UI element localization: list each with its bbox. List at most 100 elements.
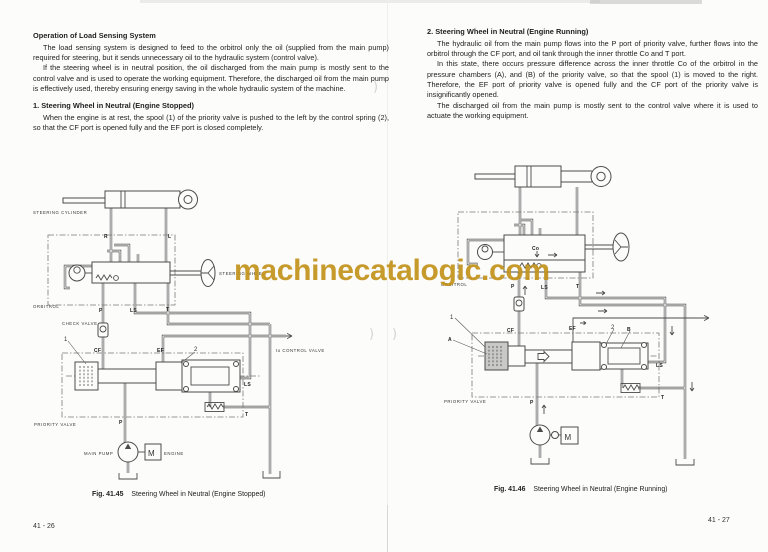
hydraulic-diagram-engine-stopped: STEERING CYLINDER R L STEERING WHEEL ORB…: [33, 189, 325, 480]
paragraph: The discharged oil from the main pump is…: [427, 100, 758, 120]
page-number-right: 41 - 27: [708, 517, 730, 524]
orbitrol-body: [91, 261, 171, 284]
chamber-a-label: A: [448, 337, 452, 343]
control-spring-chamber: [181, 359, 241, 393]
port-ls-label: LS: [130, 308, 137, 314]
callout-leaders: [67, 340, 196, 365]
paragraph: When the engine is at rest, the spool (1…: [33, 113, 389, 133]
steering-cylinder-label: STEERING CYLINDER: [33, 210, 87, 215]
pressure-chamber-b: [599, 342, 649, 370]
spring-chamber: [74, 361, 99, 391]
orbitrol-boundary: [457, 211, 594, 279]
co-label: Co: [532, 246, 539, 252]
scan-smudge: [140, 0, 600, 3]
steering-cylinder: [474, 165, 612, 188]
port-ls2-label: LS: [244, 382, 251, 388]
main-pump: [117, 441, 162, 463]
flow-arrows: [522, 251, 695, 414]
figure-title: Steering Wheel in Neutral (Engine Stoppe…: [131, 491, 266, 498]
scan-mark-paren: ): [392, 327, 398, 342]
engine-m-label: M: [148, 449, 155, 458]
left-column: Operation of Load Sensing System The loa…: [33, 31, 389, 134]
callout-2: 2: [611, 325, 615, 331]
port-cf-label: CF: [94, 348, 101, 354]
steering-cylinder: [62, 189, 198, 210]
right-column: 2. Steering Wheel in Neutral (Engine Run…: [427, 27, 758, 121]
diagram-labels: Co ORBITROL P LS T 1 A CF EF 2 B LS T PR…: [441, 246, 664, 442]
priority-valve: [484, 341, 649, 393]
orbitrol-unit: [477, 234, 586, 273]
diagram-labels: STEERING CYLINDER R L STEERING WHEEL ORB…: [33, 210, 325, 458]
paragraph: In this state, there occurs pressure dif…: [427, 59, 758, 100]
engine-box: [144, 443, 162, 461]
tank-symbols: [118, 471, 281, 480]
priority-valve-label: PRIORITY VALVE: [444, 399, 486, 404]
main-pump: [529, 424, 579, 446]
engine-label: ENGINE: [164, 451, 184, 456]
inner-throttle-icon: [519, 262, 537, 269]
port-ef-label: EF: [569, 326, 576, 332]
section-heading: 2. Steering Wheel in Neutral (Engine Run…: [427, 27, 589, 36]
engine-m-label: M: [565, 433, 572, 442]
figure-caption-right: Fig. 41.46 Steering Wheel in Neutral (Eng…: [494, 486, 667, 493]
orbitrol-label: ORBITROL: [33, 304, 59, 309]
pressure-chamber-a: [484, 341, 509, 371]
scan-mark-paren: ): [373, 80, 379, 95]
port-p2-label: P: [530, 400, 534, 406]
figure-number: Fig. 41.46: [494, 486, 526, 493]
page-fold: [387, 505, 388, 552]
steering-wheel: [585, 232, 630, 262]
port-r-label: R: [104, 234, 108, 240]
inner-throttle-icon: [95, 274, 113, 281]
check-valve: [513, 296, 525, 312]
spool: [97, 368, 157, 384]
priority-valve-boundary: [471, 332, 660, 398]
port-t-label: T: [166, 307, 169, 313]
chamber-b-label: B: [627, 327, 631, 333]
engine-box: [560, 426, 579, 445]
callout-1: 1: [64, 337, 68, 343]
priority-valve-boundary: [61, 352, 244, 418]
port-p-label: P: [99, 308, 103, 314]
orbitrol-body: [503, 234, 586, 261]
priority-valve: [74, 359, 241, 412]
ef-flow-arrow: [572, 315, 710, 342]
to-control-valve-arrow: [286, 333, 293, 339]
port-ef-label: EF: [157, 348, 164, 354]
port-cf-label: CF: [507, 328, 514, 334]
sub-heading: 1. Steering Wheel in Neutral (Engine Sto…: [33, 101, 194, 111]
port-t-label: T: [576, 284, 579, 290]
orbitrol-label: ORBITROL: [441, 282, 467, 287]
throttle-spring-icon: [206, 403, 224, 410]
port-p2-label: P: [119, 420, 123, 426]
orbitrol-unit: [68, 261, 171, 284]
paragraph: If the steering wheel is in neutral posi…: [33, 63, 389, 93]
orbitrol-boundary: [47, 234, 176, 306]
section-heading: Operation of Load Sensing System: [33, 31, 156, 40]
to-control-valve-label: to CONTROL VALVE: [276, 348, 325, 353]
throttle-spring-icon: [622, 384, 640, 391]
steering-wheel: [170, 259, 216, 287]
port-ls-label: LS: [541, 285, 548, 291]
scan-smudge: [590, 0, 702, 4]
hydraulic-diagram-engine-running: Co ORBITROL P LS T 1 A CF EF 2 B LS T PR…: [441, 165, 710, 466]
steering-wheel-label: STEERING WHEEL: [219, 271, 265, 276]
port-t2-label: T: [661, 395, 664, 401]
port-p-label: P: [511, 284, 515, 290]
watermark: machinecatalogic.com: [234, 254, 550, 287]
flow-direction-arrow: [537, 350, 550, 363]
callout-1: 1: [450, 315, 454, 321]
check-valve-label: CHECK VALVE: [62, 321, 98, 326]
pipes: [63, 208, 286, 474]
port-t2-label: T: [245, 412, 248, 418]
priority-valve-label: PRIORITY VALVE: [34, 422, 76, 427]
callout-leaders: [452, 317, 631, 355]
scan-mark-paren: ): [369, 327, 375, 342]
callout-2: 2: [194, 347, 198, 353]
page-number-left: 41 - 26: [33, 523, 55, 530]
port-ls2-label: LS: [656, 363, 663, 369]
paragraph: The load sensing system is designed to f…: [33, 42, 389, 63]
figure-title: Steering Wheel in Neutral (Engine Runnin…: [533, 486, 668, 493]
check-valve: [97, 322, 109, 338]
